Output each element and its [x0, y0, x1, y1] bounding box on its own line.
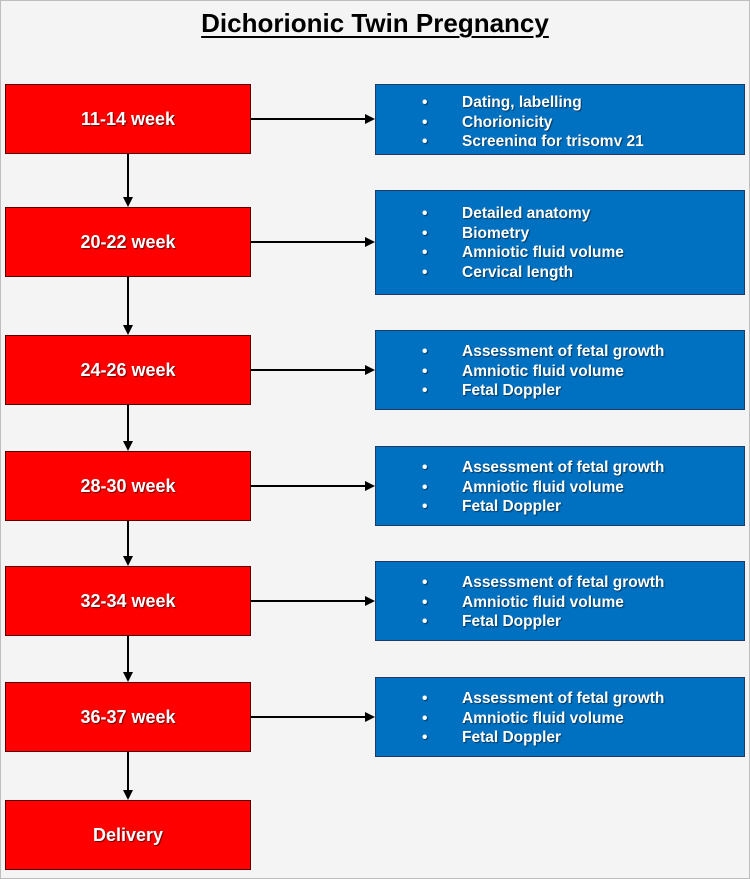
info-item: •Assessment of fetal growth: [422, 574, 665, 591]
bullet-icon: •: [422, 574, 428, 591]
info-list: •Assessment of fetal growth •Amniotic fl…: [376, 573, 744, 632]
bullet-icon: •: [422, 94, 428, 111]
info-item: •Fetal Doppler: [422, 382, 562, 399]
bullet-icon: •: [422, 113, 428, 131]
bullet-icon: •: [422, 205, 428, 222]
info-list: •Assessment of fetal growth •Amniotic fl…: [376, 458, 744, 517]
info-box-20-22-week: •Detailed anatomy •Biometry •Amniotic fl…: [375, 190, 745, 295]
info-item: •Assessment of fetal growth: [422, 459, 665, 476]
info-item: •Biometry: [422, 224, 530, 242]
info-item: •Amniotic fluid volume: [422, 709, 624, 727]
stage-box-delivery: Delivery: [5, 800, 251, 870]
bullet-icon: •: [422, 244, 428, 261]
bullet-icon: •: [422, 224, 428, 242]
stage-box-32-34-week: 32-34 week: [5, 566, 251, 636]
info-item: •Fetal Doppler: [422, 613, 562, 630]
info-list: •Detailed anatomy •Biometry •Amniotic fl…: [376, 204, 744, 282]
info-list: •Assessment of fetal growth •Amniotic fl…: [376, 342, 744, 401]
stage-box-11-14-week: 11-14 week: [5, 84, 251, 154]
bullet-icon: •: [422, 709, 428, 727]
info-box-11-14-week: •Dating, labelling •Chorionicity •Screen…: [375, 84, 745, 155]
bullet-icon: •: [422, 459, 428, 476]
bullet-icon: •: [422, 478, 428, 496]
info-item: •Assessment of fetal growth: [422, 690, 665, 707]
bullet-icon: •: [422, 362, 428, 380]
info-item: •Amniotic fluid volume: [422, 478, 624, 496]
info-item: •Fetal Doppler: [422, 729, 562, 746]
bullet-icon: •: [422, 690, 428, 707]
bullet-icon: •: [422, 133, 428, 146]
info-box-36-37-week: •Assessment of fetal growth •Amniotic fl…: [375, 677, 745, 757]
bullet-icon: •: [422, 343, 428, 360]
bullet-icon: •: [422, 498, 428, 515]
bullet-icon: •: [422, 382, 428, 399]
info-item: •Dating, labelling: [422, 94, 582, 111]
info-item: •Detailed anatomy: [422, 205, 591, 222]
info-item: •Screening for trisomy 21: [376, 132, 744, 146]
stage-box-24-26-week: 24-26 week: [5, 335, 251, 405]
stage-box-36-37-week: 36-37 week: [5, 682, 251, 752]
info-item: •Assessment of fetal growth: [422, 343, 665, 360]
info-box-32-34-week: •Assessment of fetal growth •Amniotic fl…: [375, 561, 745, 641]
bullet-icon: •: [422, 613, 428, 630]
bullet-icon: •: [422, 263, 428, 281]
diagram-title: Dichorionic Twin Pregnancy: [201, 8, 549, 38]
bullet-icon: •: [422, 729, 428, 746]
info-item: •Amniotic fluid volume: [422, 244, 624, 261]
info-item: •Amniotic fluid volume: [422, 362, 624, 380]
info-list: •Assessment of fetal growth •Amniotic fl…: [376, 689, 744, 748]
info-item: •Cervical length: [422, 263, 574, 281]
info-item: •Amniotic fluid volume: [422, 593, 624, 611]
stage-box-20-22-week: 20-22 week: [5, 207, 251, 277]
stage-box-28-30-week: 28-30 week: [5, 451, 251, 521]
info-list: •Dating, labelling •Chorionicity •Screen…: [376, 93, 744, 146]
info-box-24-26-week: •Assessment of fetal growth •Amniotic fl…: [375, 330, 745, 410]
info-box-28-30-week: •Assessment of fetal growth •Amniotic fl…: [375, 446, 745, 526]
info-item: •Chorionicity: [422, 113, 553, 131]
info-item: •Fetal Doppler: [422, 498, 562, 515]
bullet-icon: •: [422, 593, 428, 611]
